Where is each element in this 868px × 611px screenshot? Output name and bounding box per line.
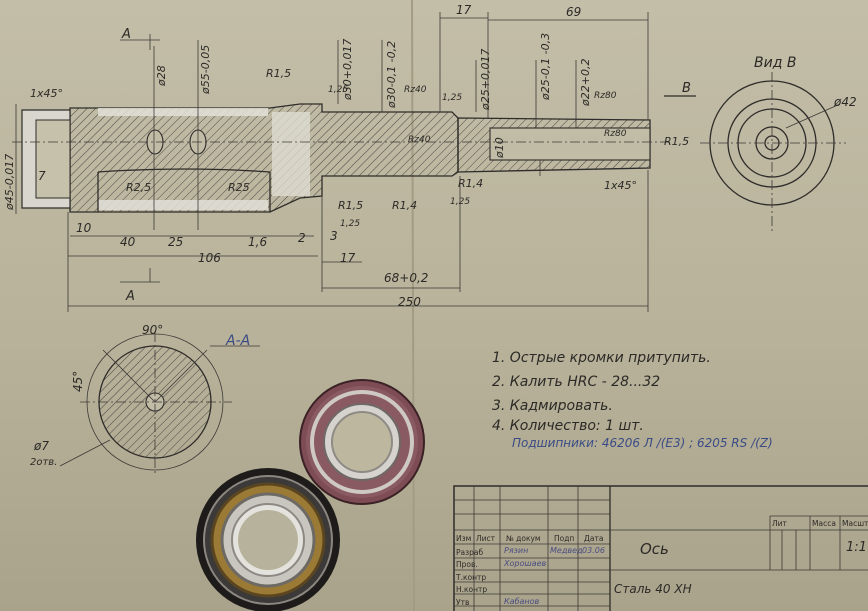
tb-row-razrab: Разраб [456, 548, 484, 557]
tb-utv-name: Кабанов [504, 597, 540, 606]
view-b-title: Вид В [754, 55, 797, 71]
bearing-sealed-photo [299, 379, 425, 505]
arrow-b-label: B [682, 81, 691, 96]
tb-scale: 1:1 [846, 540, 867, 555]
section-mark-bottom: A [126, 289, 135, 304]
section-a-a [59, 332, 260, 476]
title-block-grid [453, 485, 868, 611]
dim-25: 25 [168, 235, 184, 249]
angle-45: 45° [71, 370, 85, 392]
hole-diameter: ø7 [34, 439, 49, 453]
roughness-6: Rz40 [408, 135, 431, 145]
dim-17-top: 17 [456, 3, 472, 17]
view-b [700, 72, 846, 232]
tb-col-scale: Масштаб [842, 519, 868, 528]
dim-chamfer-right: 1x45° [604, 179, 638, 192]
note-2: 2. Калить HRC - 28...32 [492, 374, 661, 390]
roughness-3: 1,25 [442, 93, 463, 103]
roughness-1: 1,25 [328, 85, 349, 95]
note-3: 3. Кадмировать. [492, 398, 613, 414]
section-mark-top: A [122, 27, 131, 42]
radius-r1-4-a: R1,4 [392, 199, 418, 212]
tb-header-izm: Изм [456, 534, 472, 543]
dim-68: 68+0,2 [384, 271, 429, 285]
tb-razrab-date: 03.06 [582, 546, 605, 555]
bearing-cylindrical-photo [196, 468, 340, 611]
tb-header-list: Лист [476, 534, 496, 543]
paper-fold [411, 0, 415, 611]
dim-d25a: ø25+0,017 [479, 48, 492, 110]
note-1: 1. Острые кромки притупить. [492, 350, 711, 366]
dim-d25b: ø25-0,1 -0,3 [539, 32, 552, 100]
dim-7: 7 [38, 169, 46, 183]
dim-40: 40 [120, 235, 136, 249]
tb-header-date: Дата [584, 534, 604, 543]
angle-90: 90° [142, 323, 164, 337]
dim-17-bottom: 17 [340, 251, 356, 265]
dim-1-6: 1,6 [248, 235, 268, 249]
dim-2: 2 [298, 231, 306, 245]
tb-header-doc: № докум [506, 534, 541, 543]
dim-d10: ø10 [493, 137, 506, 158]
dim-d30b: ø30-0,1 -0,2 [385, 40, 398, 108]
radius-r1-5-top: R1,5 [266, 67, 292, 80]
radius-r1-4-b: R1,4 [458, 177, 484, 190]
tb-col-mass: Масса [812, 519, 836, 528]
dim-d55: ø55-0,05 [199, 44, 212, 94]
radius-r1-5-bottom: R1,5 [338, 199, 364, 212]
roughness-8: 1,25 [450, 197, 471, 207]
roughness-5: Rz80 [604, 129, 627, 139]
radius-r1-5-right: R1,5 [664, 135, 690, 148]
dim-chamfer-left: 1x45° [30, 87, 64, 100]
dim-10: 10 [76, 221, 92, 235]
tb-row-prov: Пров. [456, 560, 478, 569]
tb-material: Сталь 40 ХН [614, 582, 692, 596]
dim-69: 69 [566, 5, 582, 19]
tb-col-lit: Лит [772, 519, 787, 528]
tb-row-nkontr: Н.контр [456, 585, 488, 594]
tb-header-sign: Подп [554, 534, 575, 543]
section-title: A-A [226, 333, 251, 349]
bearings-note: Подшипники: 46206 Л /(Е3) ; 6205 RS /(Z) [512, 436, 773, 450]
hole-count: 2отв. [30, 457, 58, 468]
roughness-4: Rz80 [594, 91, 617, 101]
dimension-lines [15, 12, 696, 312]
dim-3: 3 [330, 229, 338, 243]
tb-row-tkontr: Т.контр [456, 573, 487, 582]
dim-106: 106 [198, 251, 221, 265]
shaft-section [12, 103, 670, 213]
radius-r2-5: R2,5 [126, 181, 152, 194]
roughness-7: 1,25 [340, 219, 361, 229]
tb-razrab-name: Рязин [504, 546, 529, 555]
dim-250: 250 [398, 295, 421, 309]
view-b-diameter: ø42 [834, 95, 857, 109]
tb-part-name: Ось [640, 540, 669, 558]
tb-prov-name: Хорошаев [504, 559, 547, 568]
note-4: 4. Количество: 1 шт. [492, 418, 644, 434]
dim-d22: ø22+0,2 [579, 58, 592, 106]
dim-d28: ø28 [155, 65, 168, 86]
radius-r25: R25 [228, 181, 250, 194]
dim-d45: ø45-0,017 [3, 153, 16, 210]
roughness-2: Rz40 [404, 85, 427, 95]
tb-row-utv: Утв [456, 598, 470, 607]
tb-razrab-sign: Медвед [550, 546, 583, 555]
